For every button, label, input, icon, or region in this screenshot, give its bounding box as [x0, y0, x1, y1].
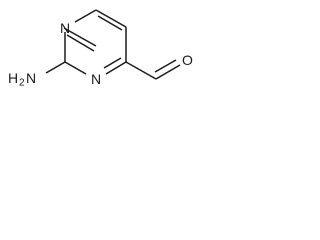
- carbonyl-o-label: O: [182, 52, 193, 68]
- bond-c2-nh2: [45, 61, 66, 74]
- chemical-structure: N N H 2 N O: [8, 9, 193, 89]
- ring-n-bottom-label: N: [91, 71, 101, 87]
- bond-c2-n3-double: [66, 34, 95, 52]
- bond-n-top-c6: [74, 9, 97, 23]
- bond-n-bottom-c2: [64, 61, 87, 75]
- bond-c4-n-bottom-double: [103, 57, 122, 69]
- bond-c6-c5-double: [97, 15, 123, 31]
- bond-c4-cho: [125, 61, 157, 80]
- amine-n-label: N: [26, 70, 36, 86]
- bond-c6-c5: [95, 9, 127, 28]
- bond-c4-n-bottom: [105, 61, 127, 75]
- atom-labels: N N H 2 N O: [8, 20, 193, 89]
- pyrimidine-ring: [63, 9, 127, 75]
- bond-cho-o: [155, 64, 181, 80]
- amine-subscript-label: 2: [19, 78, 25, 89]
- bond-cho-o-double: [154, 59, 177, 73]
- bond-c2-n3: [63, 27, 97, 47]
- amine-h-label: H: [8, 70, 18, 86]
- substituents: [45, 59, 181, 80]
- ring-n-top-label: N: [60, 20, 70, 36]
